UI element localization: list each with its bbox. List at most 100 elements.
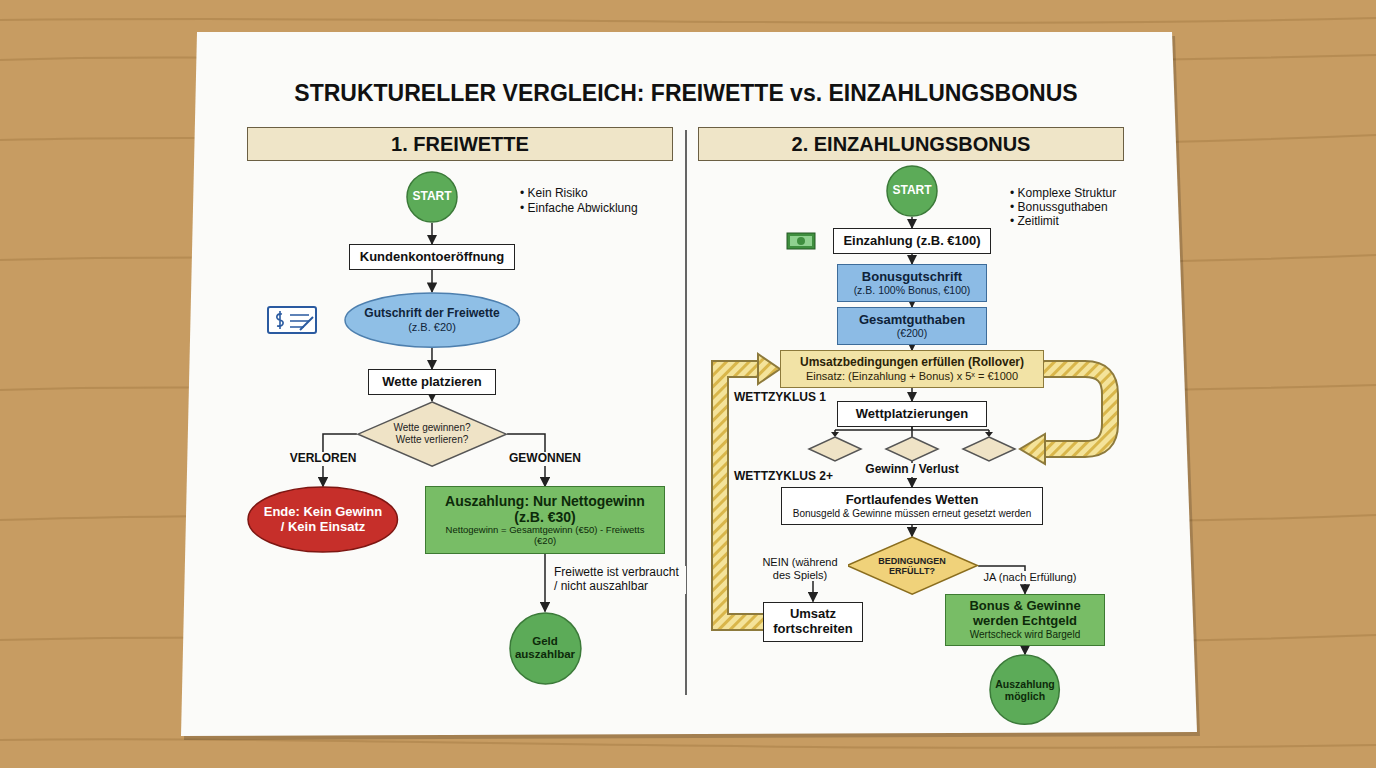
node-text: 1. FREIWETTE <box>257 133 664 156</box>
decision-diamond: Wette gewinnen? Wette verlieren? <box>357 401 507 467</box>
node-text: Umsatz fortschreiten <box>773 607 853 637</box>
connector-arrow <box>431 348 432 369</box>
process-box: Wette platzieren <box>368 369 496 395</box>
node-text: Umsatzbedingungen erfüllen (Rollover) <box>790 356 1035 370</box>
node-text: BEDINGUNGEN ERFÜLLT? <box>875 556 949 577</box>
cycle-label: WETTZYKLUS 2+ <box>734 470 833 484</box>
edge-label: Freiwette ist verbraucht / nicht auszahl… <box>552 566 686 594</box>
cash-box: Bonus & Gewinne werden EchtgeldWertschec… <box>945 594 1105 646</box>
connector-line <box>431 270 433 292</box>
node-text: (€200) <box>847 327 978 339</box>
connector-line <box>911 388 913 401</box>
node-text: START <box>890 184 935 198</box>
node-text: Nettogewinn = Gesamtgewinn (€50) - Freiw… <box>435 525 656 547</box>
connector-line <box>544 554 546 612</box>
connector-line <box>911 217 913 228</box>
process-box: Fortlaufendes WettenBonusgeld & Gewinne … <box>781 487 1043 524</box>
edge-label: VERLOREN <box>288 452 359 466</box>
node-text: Bonus & Gewinne werden Echtgeld <box>955 599 1096 629</box>
end-circle: Auszahlung möglich <box>989 654 1060 725</box>
node-text: Wettplatzierungen <box>847 407 978 422</box>
bullet-note: • Kein Risiko <box>520 187 588 201</box>
connector-arrow <box>432 223 433 244</box>
circle-shape <box>510 613 581 684</box>
loop-arrow-head <box>758 354 780 384</box>
diagram-title: STRUKTURELLER VERGLEICH: FREIWETTE vs. E… <box>186 80 1186 106</box>
loop-arrow-outline <box>720 369 763 622</box>
edge-label: NEIN (während des Spiels) <box>752 556 848 581</box>
node-text: Wette platzieren <box>378 375 487 390</box>
node-text: Ende: Kein Gewinn / Kein Einsatz <box>263 505 383 535</box>
bet-bracket <box>835 426 989 433</box>
connector-arrow <box>912 388 913 401</box>
cheque-icon <box>268 307 316 333</box>
cycle-label: WETTZYKLUS 1 <box>734 391 826 405</box>
rollover-box: Umsatzbedingungen erfüllen (Rollover)Ein… <box>780 350 1044 387</box>
node-text: Einzahlung (z.B. €100) <box>843 234 981 249</box>
start-circle: START <box>886 165 938 217</box>
connector-line <box>911 254 913 264</box>
node-text: START <box>410 190 455 204</box>
node-text: Auszahlung möglich <box>995 678 1056 702</box>
connector-line <box>431 223 433 244</box>
connector-arrow <box>912 254 913 264</box>
process-box: Kundenkontoeröffnung <box>349 244 515 270</box>
edge-label: Gewinn / Verlust <box>863 463 960 477</box>
node-text: Bonusgutschrift <box>847 270 978 285</box>
ellipse-outline <box>344 292 520 348</box>
node-text: 2. EINZAHLUNGSBONUS <box>708 133 1115 156</box>
connector-arrow <box>912 217 913 228</box>
end-ellipse: Ende: Kein Gewinn / Kein Einsatz <box>247 486 398 553</box>
bullet-note: • Einfache Abwicklung <box>520 202 638 216</box>
connector-line <box>1024 646 1026 654</box>
process-box: Einzahlung (z.B. €100) <box>833 228 990 254</box>
node-text: Kundenkontoeröffnung <box>359 250 506 265</box>
connector-arrow <box>432 270 433 292</box>
process-box: Umsatz fortschreiten <box>763 602 862 643</box>
ellipse-shape <box>248 487 397 552</box>
connector-arrow <box>912 525 913 537</box>
end-circle: Geld auszahlbar <box>509 612 582 685</box>
node-text: Geld auszahlbar <box>514 635 575 661</box>
paper-sheet <box>181 32 1197 736</box>
bullet-note: • Zeitlimit <box>1010 215 1059 229</box>
credit-ellipse: Gutschrift der Freiwette(z.B. €20) <box>344 292 520 348</box>
section-header: 2. EINZAHLUNGSBONUS <box>698 127 1124 161</box>
edge-label: JA (nach Erfüllung) <box>982 571 1079 584</box>
node-text: Fortlaufendes Wetten <box>791 493 1034 508</box>
edge-label: GEWONNEN <box>507 452 583 466</box>
circle-shape <box>887 166 937 216</box>
diamond-shape <box>358 402 506 466</box>
node-text: Gutschrift der Freiwette <box>356 307 507 321</box>
node-text: Wette gewinnen? Wette verlieren? <box>387 422 477 445</box>
connector-line <box>431 348 433 369</box>
payout-box: Auszahlung: Nur Nettogewinn (z.B. €30)Ne… <box>425 486 665 553</box>
process-box: Wettplatzierungen <box>837 401 987 427</box>
connector-arrow <box>1025 646 1026 654</box>
balance-box: Gesamtguthaben(€200) <box>837 307 987 345</box>
circle-shape <box>407 172 457 222</box>
node-text: Wertscheck wird Bargeld <box>955 629 1096 641</box>
bullet-note: • Bonussguthaben <box>1010 201 1108 215</box>
node-text: Auszahlung: Nur Nettogewinn (z.B. €30) <box>435 493 656 525</box>
diamond-shape <box>847 537 977 594</box>
money-icon <box>787 233 815 249</box>
bonus-box: Bonusgutschrift(z.B. 100% Bonus, €100) <box>837 264 987 302</box>
node-text: (z.B. €20) <box>356 321 507 334</box>
loop-arrow-fill <box>720 369 763 622</box>
node-text: Gesamtguthaben <box>847 313 978 328</box>
ellipse-shape <box>345 293 519 347</box>
bet-diamond <box>809 437 1015 461</box>
connector-line <box>431 395 433 401</box>
node-text: (z.B. 100% Bonus, €100) <box>847 284 978 296</box>
connector-arrow <box>545 554 546 612</box>
circle-shape <box>990 655 1059 724</box>
node-text: Einsatz: (Einzahlung + Bonus) x 5ˣ = €10… <box>790 370 1035 383</box>
column-divider <box>685 130 687 695</box>
section-header: 1. FREIWETTE <box>247 127 673 161</box>
bullet-note: • Komplexe Struktur <box>1010 187 1116 201</box>
